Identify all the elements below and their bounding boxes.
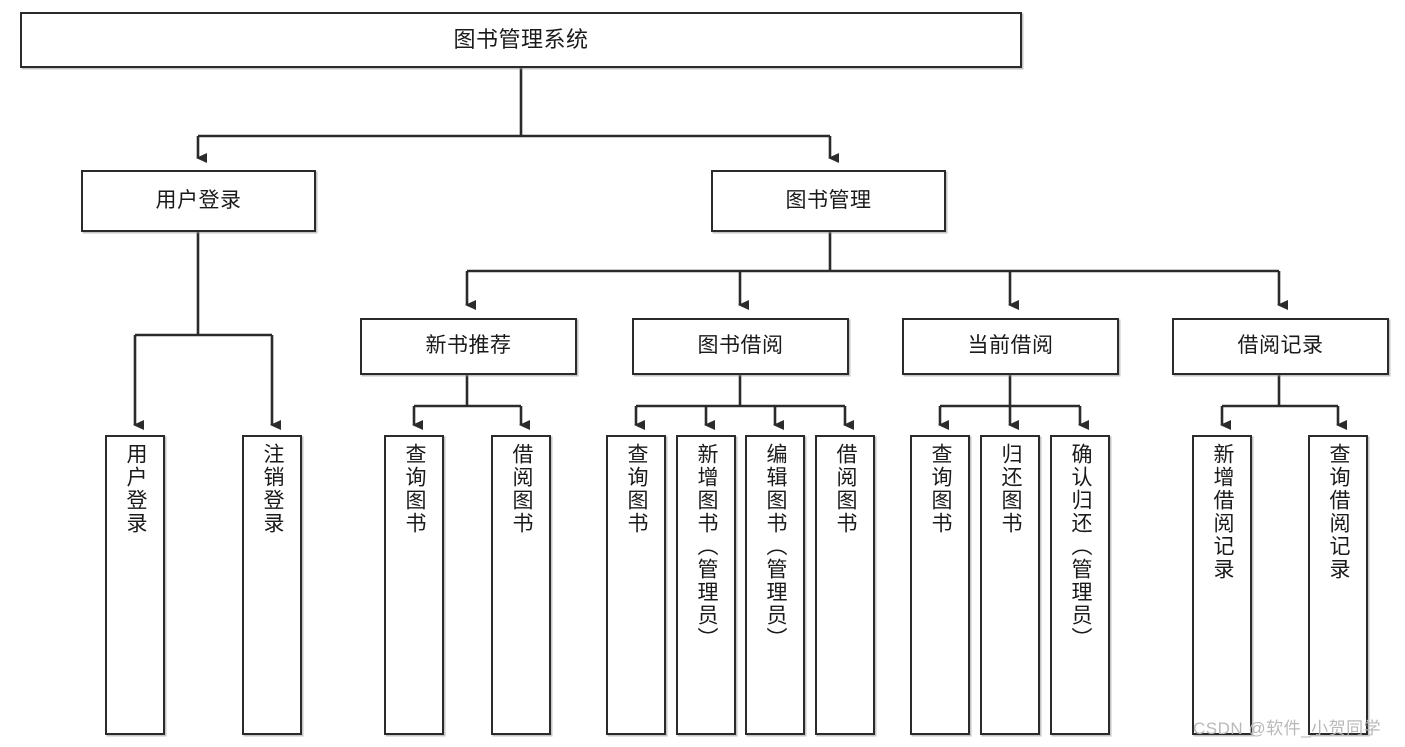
node-label: 新增借阅记录 <box>1211 443 1235 581</box>
leaf-query-borrow-record[interactable]: 查询借阅记录 <box>1308 435 1368 735</box>
node-user-login[interactable]: 用户登录 <box>81 170 316 232</box>
node-label: 查询图书 <box>929 443 953 535</box>
leaf-borrow-book[interactable]: 借阅图书 <box>815 435 875 735</box>
node-label: 查询图书 <box>625 443 649 535</box>
leaf-add-borrow-record[interactable]: 新增借阅记录 <box>1192 435 1252 735</box>
leaf-edit-book-admin[interactable]: 编辑图书（管理员） <box>745 435 805 735</box>
node-book-management[interactable]: 图书管理 <box>711 170 946 232</box>
leaf-return-book[interactable]: 归还图书 <box>980 435 1040 735</box>
leaf-query-book-recommend[interactable]: 查询图书 <box>384 435 444 735</box>
leaf-add-book-admin[interactable]: 新增图书（管理员） <box>676 435 736 735</box>
node-label: 图书借阅 <box>697 334 784 358</box>
node-label: 借阅记录 <box>1237 334 1324 358</box>
node-label: 归还图书 <box>999 443 1023 535</box>
node-label: 注销登录 <box>261 443 285 535</box>
leaf-confirm-return-admin[interactable]: 确认归还（管理员） <box>1050 435 1110 735</box>
node-borrow-record[interactable]: 借阅记录 <box>1172 318 1389 375</box>
node-label: 确认归还（管理员） <box>1069 443 1093 650</box>
node-label: 图书管理 <box>785 188 872 212</box>
csdn-watermark: CSDN @软件_小贺同学 <box>1193 719 1382 738</box>
node-label: 查询图书 <box>403 443 427 535</box>
node-label: 查询借阅记录 <box>1327 443 1351 581</box>
leaf-query-book-borrow[interactable]: 查询图书 <box>606 435 666 735</box>
node-label: 编辑图书（管理员） <box>764 443 788 650</box>
node-book-borrow[interactable]: 图书借阅 <box>632 318 849 375</box>
node-new-book-recommend[interactable]: 新书推荐 <box>360 318 577 375</box>
node-label: 用户登录 <box>155 188 242 212</box>
leaf-logout-login[interactable]: 注销登录 <box>242 435 302 735</box>
node-label: 借阅图书 <box>834 443 858 535</box>
node-label: 新书推荐 <box>425 334 512 358</box>
node-label: 当前借阅 <box>967 334 1054 358</box>
node-root-book-management-system[interactable]: 图书管理系统 <box>20 12 1022 68</box>
leaf-query-book-current[interactable]: 查询图书 <box>910 435 970 735</box>
node-label: 用户登录 <box>124 443 148 535</box>
leaf-user-login[interactable]: 用户登录 <box>105 435 165 735</box>
node-current-borrow[interactable]: 当前借阅 <box>902 318 1119 375</box>
node-label: 借阅图书 <box>510 443 534 535</box>
node-label: 图书管理系统 <box>453 27 589 53</box>
leaf-borrow-book-recommend[interactable]: 借阅图书 <box>491 435 551 735</box>
node-label: 新增图书（管理员） <box>695 443 719 650</box>
